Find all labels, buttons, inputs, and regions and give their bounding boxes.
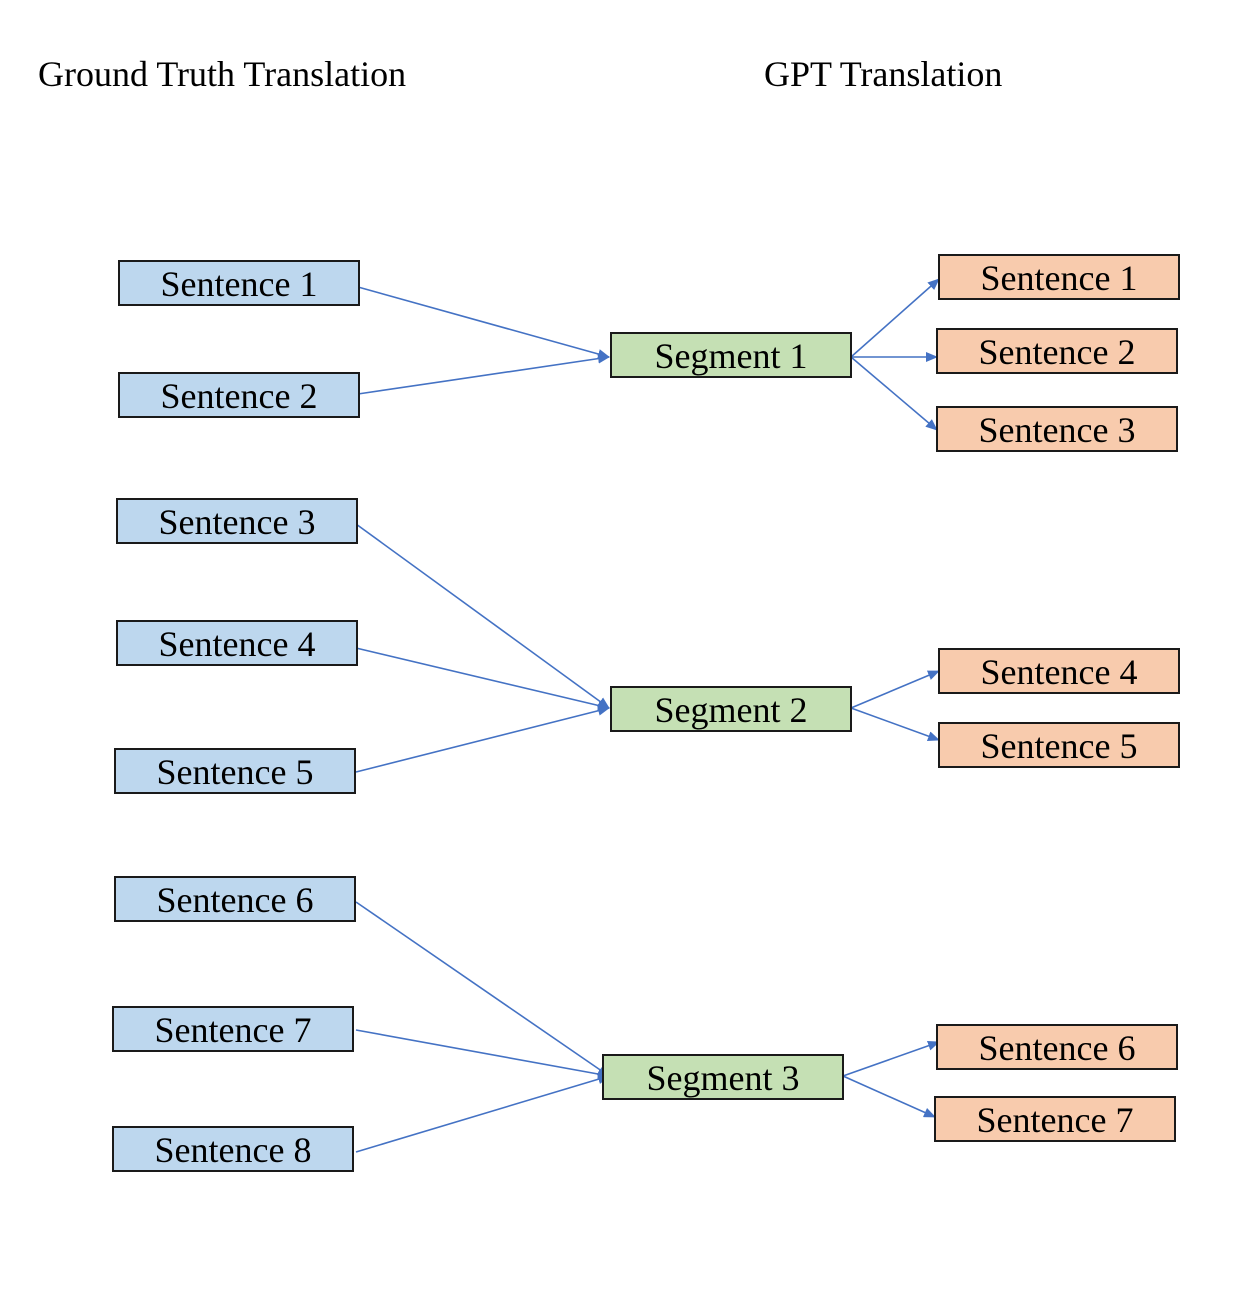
segment-3: Segment 3	[602, 1054, 844, 1100]
gpt-sentence-label: Sentence 5	[980, 726, 1138, 766]
arrow-gt8-seg3	[355, 1074, 610, 1153]
gpt-sentence-1: Sentence 1	[938, 254, 1180, 300]
gpt-sentence-label: Sentence 7	[976, 1100, 1134, 1140]
arrow-gt1-seg1	[357, 286, 610, 359]
segment-label: Segment 2	[654, 690, 808, 730]
arrow-seg2-gpt5	[850, 707, 940, 741]
segment-label: Segment 1	[654, 336, 808, 376]
segment-2: Segment 2	[610, 686, 852, 732]
gpt-sentence-label: Sentence 3	[978, 410, 1136, 450]
ground-truth-sentence-2: Sentence 2	[118, 372, 360, 418]
gpt-heading: GPT Translation	[764, 54, 1003, 94]
ground-truth-sentence-label: Sentence 8	[154, 1130, 312, 1170]
ground-truth-sentence-label: Sentence 7	[154, 1010, 312, 1050]
gpt-sentence-5: Sentence 5	[938, 722, 1180, 768]
arrow-gt4-seg2	[355, 647, 610, 711]
ground-truth-sentence-label: Sentence 6	[156, 880, 314, 920]
arrow-seg1-gpt3	[850, 356, 938, 431]
ground-truth-sentence-3: Sentence 3	[116, 498, 358, 544]
gpt-sentence-4: Sentence 4	[938, 648, 1180, 694]
arrow-gt5-seg2	[355, 705, 610, 773]
ground-truth-sentence-5: Sentence 5	[114, 748, 356, 794]
ground-truth-sentence-6: Sentence 6	[114, 876, 356, 922]
gpt-sentence-2: Sentence 2	[936, 328, 1178, 374]
ground-truth-sentence-label: Sentence 2	[160, 376, 318, 416]
gpt-sentence-label: Sentence 4	[980, 652, 1138, 692]
ground-truth-sentence-label: Sentence 4	[158, 624, 316, 664]
ground-truth-sentence-7: Sentence 7	[112, 1006, 354, 1052]
gpt-sentence-7: Sentence 7	[934, 1096, 1176, 1142]
arrow-gt2-seg1	[357, 353, 610, 395]
arrow-seg1-gpt1	[850, 278, 940, 358]
gpt-sentence-label: Sentence 2	[978, 332, 1136, 372]
ground-truth-sentence-8: Sentence 8	[112, 1126, 354, 1172]
segment-label: Segment 3	[646, 1058, 800, 1098]
arrow-gt7-seg3	[355, 1029, 610, 1079]
segment-1: Segment 1	[610, 332, 852, 378]
arrow-seg3-gpt6	[842, 1040, 940, 1077]
gpt-sentence-6: Sentence 6	[936, 1024, 1178, 1070]
ground-truth-sentence-label: Sentence 5	[156, 752, 314, 792]
gpt-sentence-label: Sentence 6	[978, 1028, 1136, 1068]
ground-truth-sentence-4: Sentence 4	[116, 620, 358, 666]
ground-truth-sentence-label: Sentence 3	[158, 502, 316, 542]
ground-truth-heading: Ground Truth Translation	[38, 54, 407, 94]
arrow-seg3-gpt7	[842, 1075, 936, 1118]
gpt-sentence-label: Sentence 1	[980, 258, 1138, 298]
gpt-sentence-3: Sentence 3	[936, 406, 1178, 452]
ground-truth-sentence-1: Sentence 1	[118, 260, 360, 306]
arrow-gt6-seg3	[355, 901, 610, 1077]
arrow-seg2-gpt4	[850, 670, 940, 709]
arrow-gt3-seg2	[355, 523, 610, 709]
ground-truth-sentence-label: Sentence 1	[160, 264, 318, 304]
